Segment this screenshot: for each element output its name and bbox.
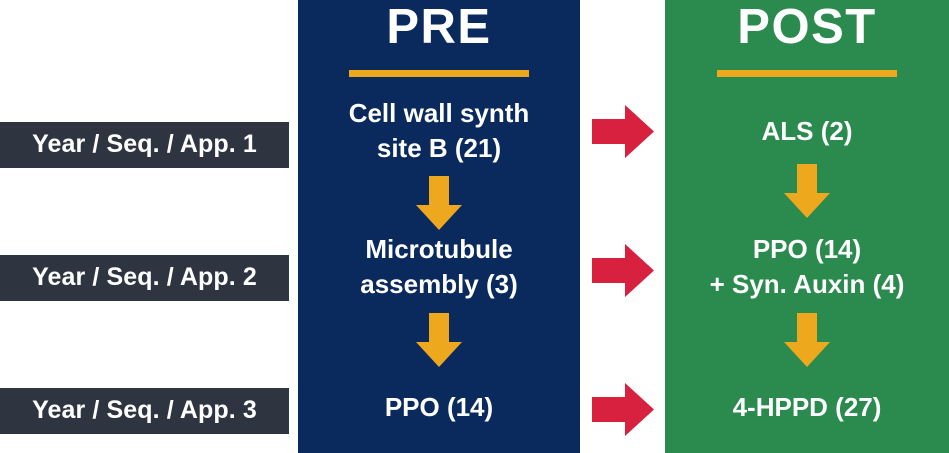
arrow-right-icon (592, 105, 654, 158)
pre-entry-3: PPO (14) (298, 390, 580, 425)
post-entry-1: ALS (2) (665, 114, 949, 149)
pre-column: PRE Cell wall synth site B (21) Microtub… (298, 0, 580, 453)
arrow-down-icon (784, 164, 830, 218)
post-entry-3: 4-HPPD (27) (665, 390, 949, 425)
pre-entry-2-line-2: assembly (3) (360, 268, 518, 299)
row-label-year-1: Year / Seq. / App. 1 (0, 122, 289, 168)
row-label-text: Year / Seq. / App. 3 (32, 395, 257, 424)
row-label-text: Year / Seq. / App. 1 (32, 129, 257, 158)
post-entry-2-line-1: PPO (14) (752, 234, 862, 264)
pre-entry-3-line-1: PPO (14) (384, 392, 494, 422)
arrow-right-icon (592, 383, 654, 436)
row-label-text: Year / Seq. / App. 2 (32, 262, 257, 291)
post-column-header: POST (737, 0, 877, 54)
pre-entry-1-line-2: site B (21) (376, 132, 502, 163)
pre-entry-2: Microtubule assembly (3) (298, 232, 580, 301)
post-entry-2-line-2: + Syn. Auxin (4) (709, 268, 905, 299)
arrow-down-icon (784, 313, 830, 367)
pre-entry-1: Cell wall synth site B (21) (298, 96, 580, 165)
post-header-rule (717, 70, 897, 77)
post-column: POST ALS (2) PPO (14) + Syn. Auxin (4) 4… (665, 0, 949, 453)
post-entry-3-line-1: 4-HPPD (27) (732, 392, 882, 422)
post-entry-2: PPO (14) + Syn. Auxin (4) (665, 232, 949, 301)
arrow-down-icon (416, 176, 462, 230)
arrow-right-icon (592, 244, 654, 297)
row-label-year-2: Year / Seq. / App. 2 (0, 255, 289, 301)
post-entry-1-line-1: ALS (2) (761, 116, 853, 146)
pre-header-rule (349, 70, 529, 77)
pre-column-header: PRE (386, 0, 492, 54)
pre-entry-1-line-1: Cell wall synth (348, 98, 530, 128)
arrow-down-icon (416, 313, 462, 367)
row-label-year-3: Year / Seq. / App. 3 (0, 388, 289, 434)
pre-entry-2-line-1: Microtubule (365, 234, 513, 264)
